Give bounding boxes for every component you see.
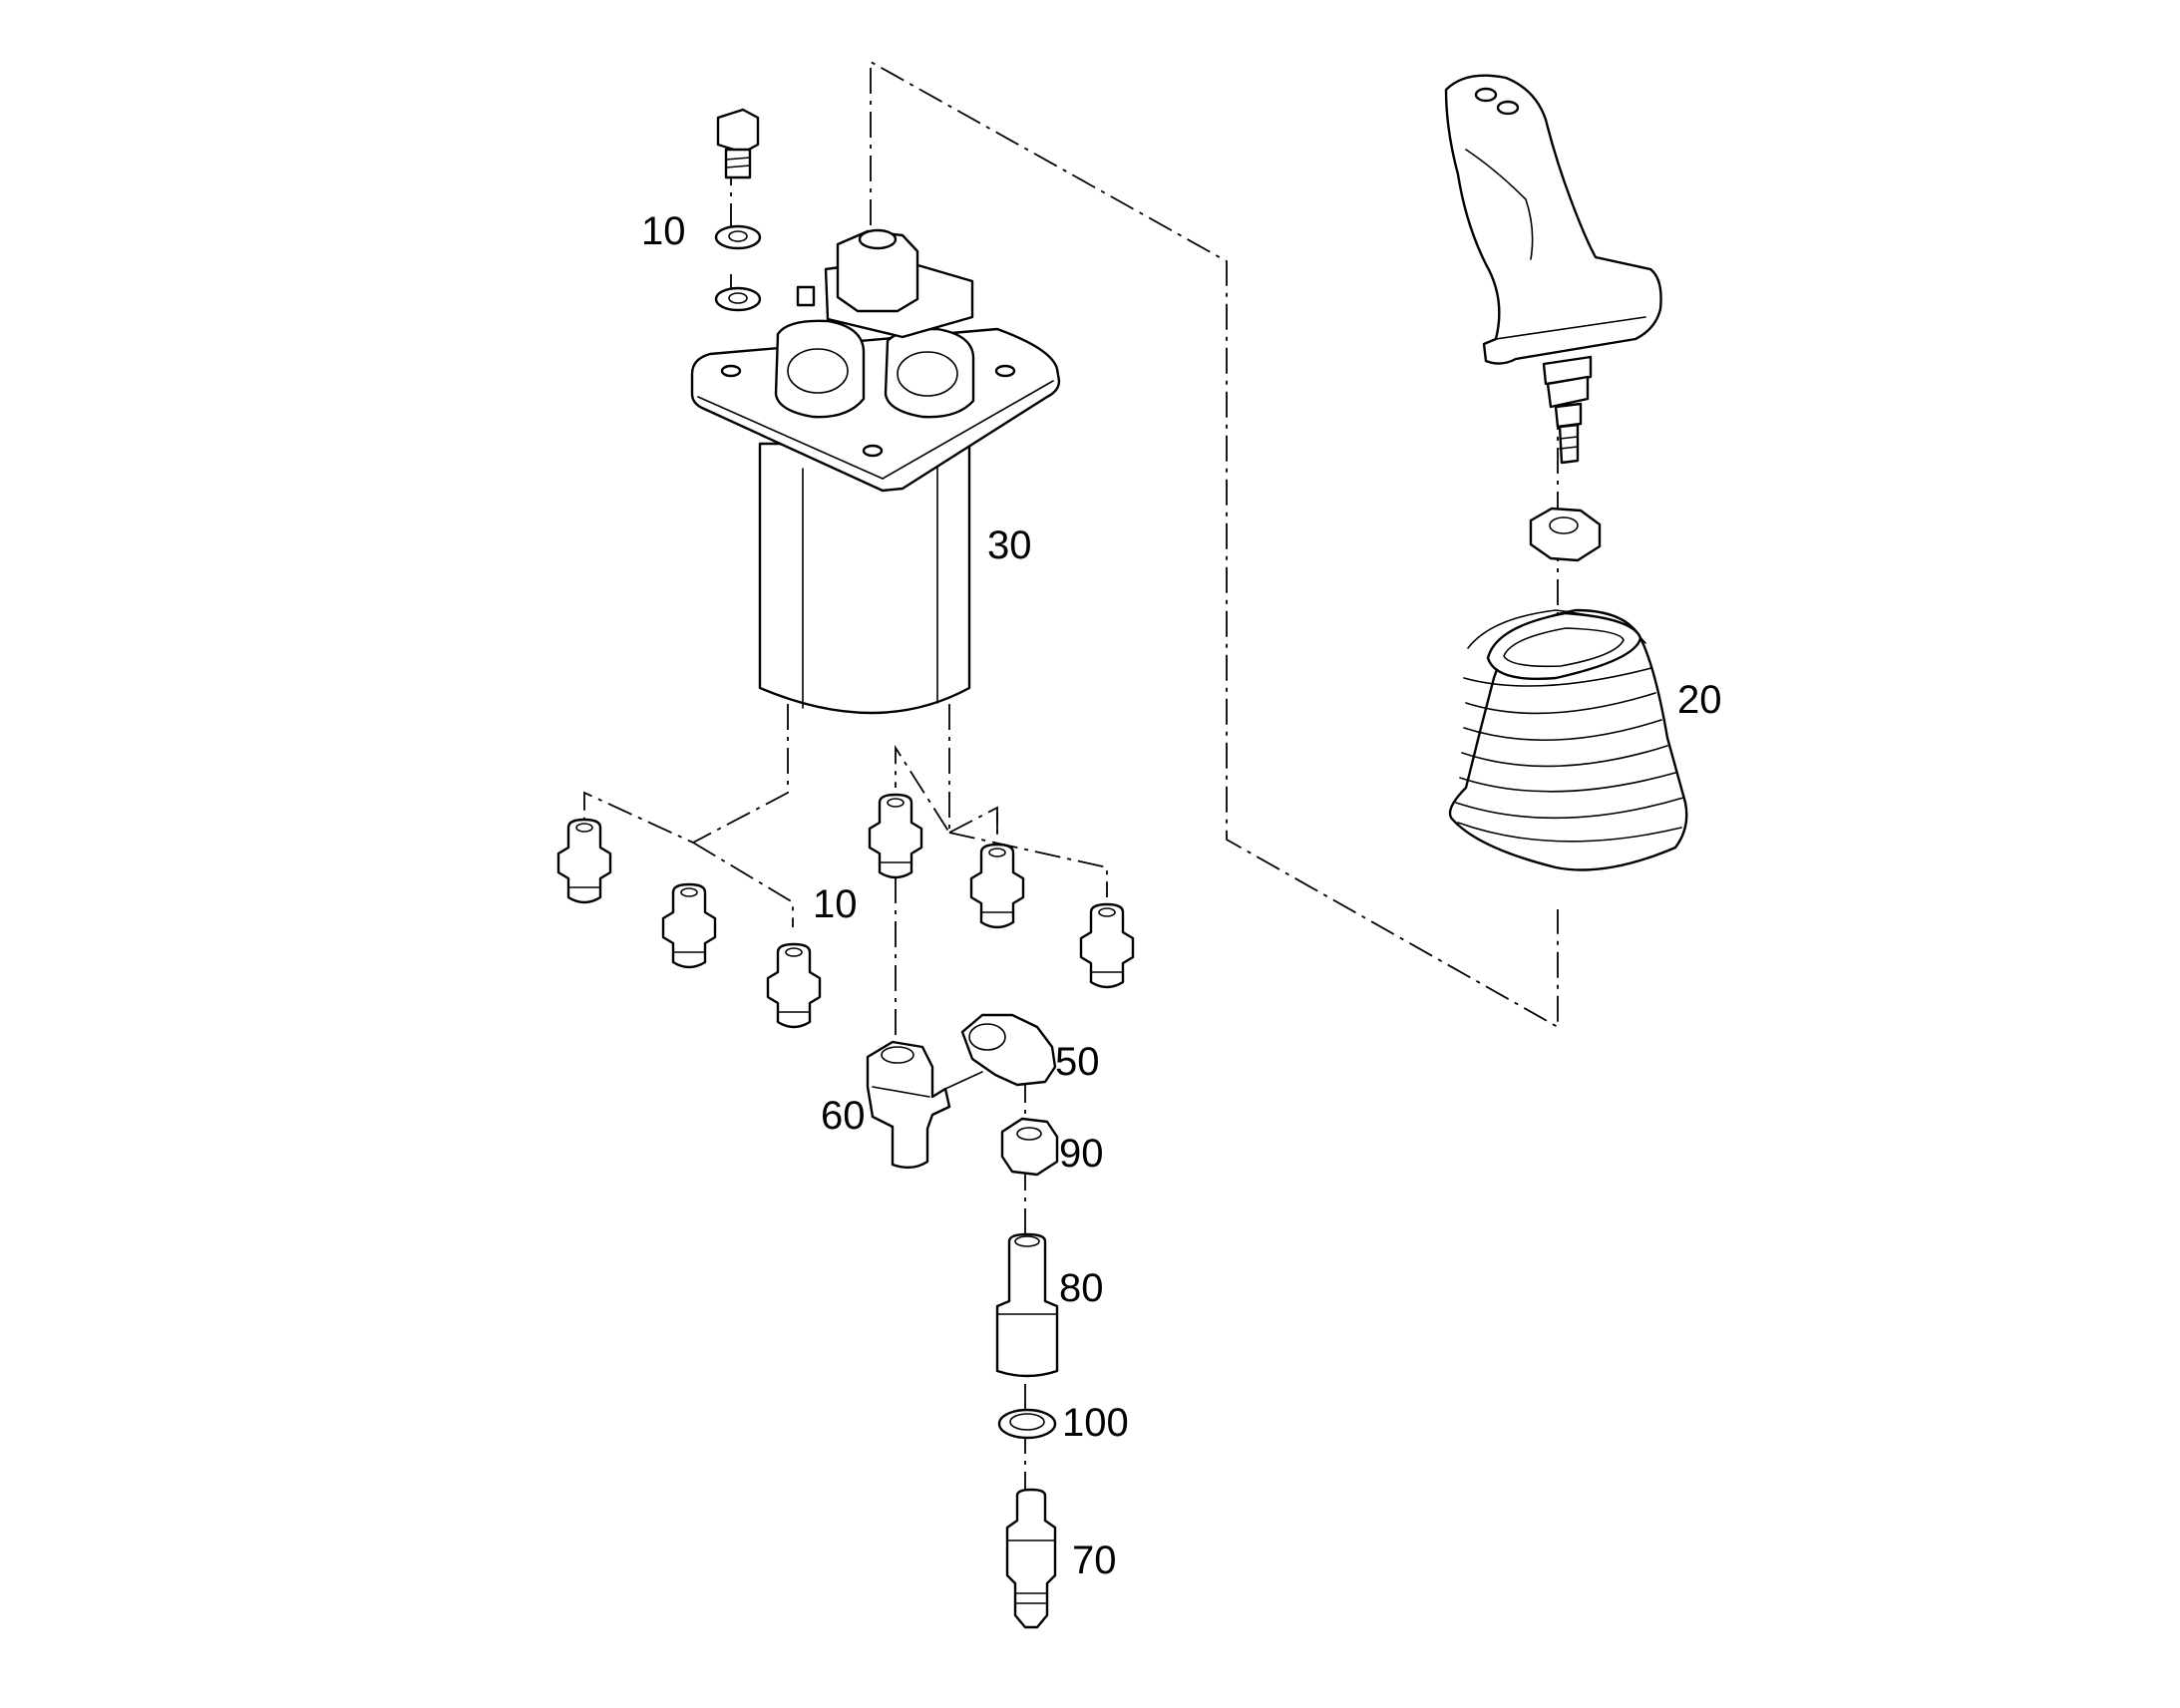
rubber-boot (1448, 608, 1688, 871)
fitting (969, 843, 1025, 929)
fitting (556, 818, 612, 904)
sensor-70 (1005, 1488, 1057, 1629)
joystick-handle (1444, 74, 1662, 465)
fitting-group-left (556, 818, 822, 1029)
fitting (661, 882, 717, 969)
callout-80-adapter: 80 (1059, 1266, 1104, 1310)
bolt-and-washers (714, 108, 762, 312)
callout-70-sensor: 70 (1072, 1538, 1117, 1582)
callout-10-fittings: 10 (813, 882, 858, 926)
o-ring-100 (997, 1408, 1057, 1440)
tee-fitting (866, 1040, 983, 1170)
fitting (1079, 902, 1135, 989)
callout-10-bolt: 10 (641, 209, 686, 253)
hex-nut (1529, 507, 1602, 562)
pilot-valve (690, 228, 1061, 715)
callout-90-nut: 90 (1059, 1132, 1104, 1176)
nut-90 (1000, 1117, 1059, 1177)
callout-100-o-ring: 100 (1062, 1401, 1129, 1445)
fitting (766, 942, 822, 1029)
callout-50-elbow: 50 (1055, 1040, 1100, 1084)
adapter-80 (995, 1232, 1059, 1378)
callout-30-valve: 30 (987, 523, 1032, 567)
fitting-group-right (868, 793, 1135, 989)
callout-20-boot: 20 (1677, 678, 1722, 722)
callout-60-tee: 60 (821, 1094, 866, 1138)
callout-labels: 10 30 20 10 50 60 90 80 100 70 (641, 209, 1722, 1582)
fitting (868, 793, 923, 879)
elbow-fitting (960, 1013, 1057, 1087)
